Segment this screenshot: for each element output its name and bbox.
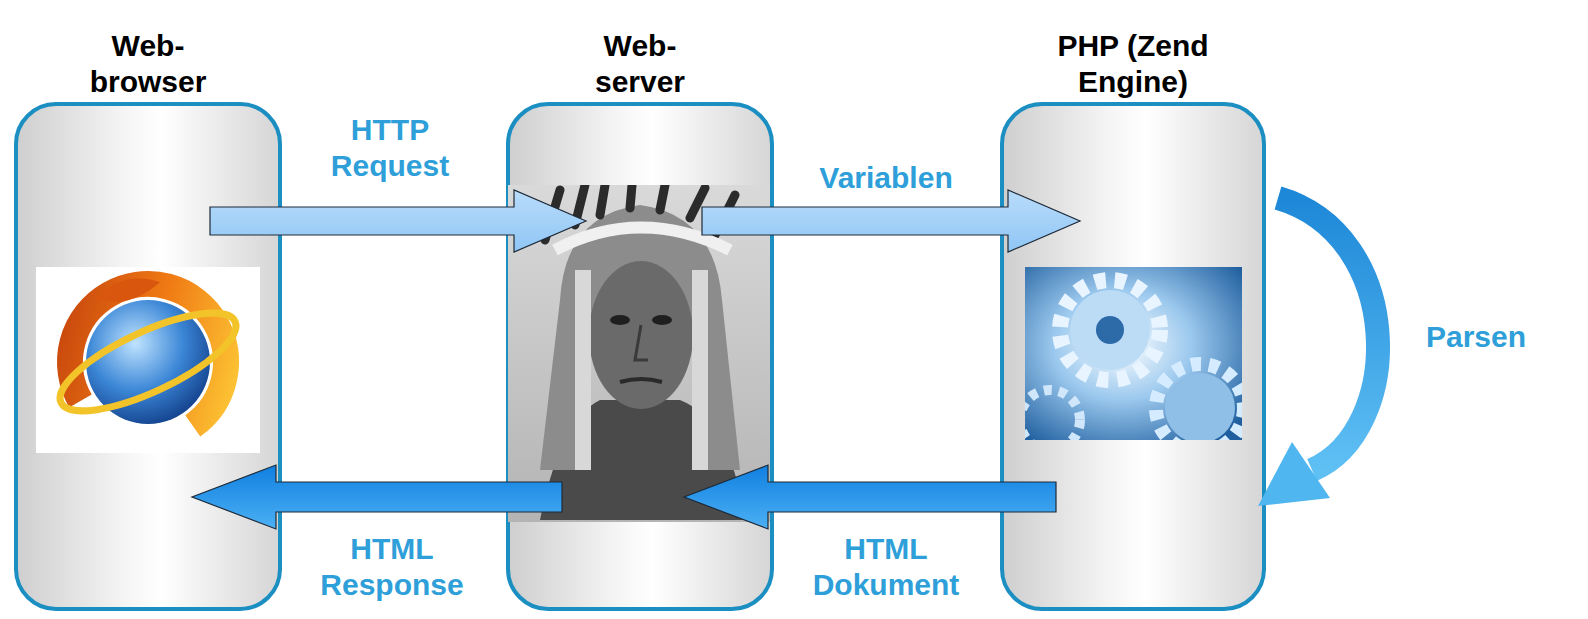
edge-label: Variablen [786,160,986,196]
flow-arrow [192,465,562,529]
server-column-box: Web- server [506,102,774,611]
flow-arrow [684,465,1056,529]
edge-label: HTTP Request [300,112,480,184]
column-heading: Web- server [565,28,715,100]
edge-label: HTML Response [302,531,482,603]
server-column-box: Web- browser [14,102,282,611]
flow-arrow [210,190,586,252]
parse-loop-arrow [1258,198,1378,506]
browser-logo [36,255,260,468]
column-heading: Web- browser [73,28,223,100]
server-photo [508,185,770,522]
step-label: Parsen [1386,319,1566,355]
flow-arrow [702,190,1080,252]
edge-label: HTML Dokument [796,531,976,603]
server-column-box: PHP (Zend Engine) [1000,102,1266,611]
column-heading: PHP (Zend Engine) [1008,28,1258,100]
engine-gears [1025,267,1242,440]
